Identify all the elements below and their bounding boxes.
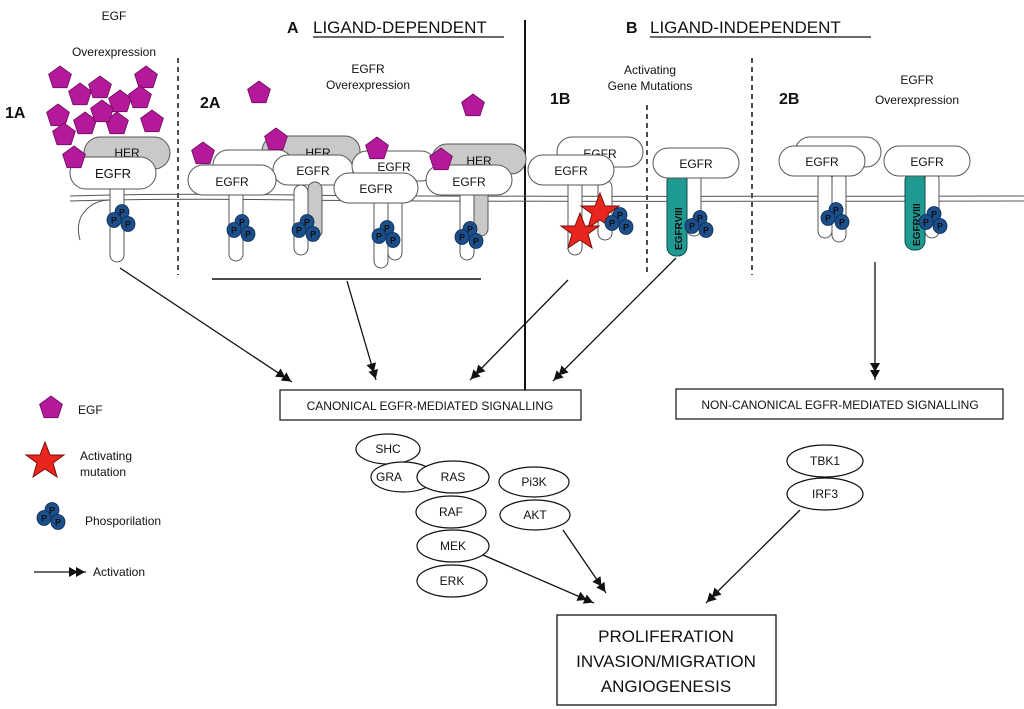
svg-text:EGFR: EGFR [95, 166, 131, 181]
legend-mutation-label-2: mutation [80, 465, 126, 479]
phospho-letter: P [467, 225, 473, 235]
svg-text:EGFR: EGFR [452, 175, 486, 189]
phospho-letter: P [390, 236, 396, 246]
svg-text:INVASION/MIGRATION: INVASION/MIGRATION [576, 652, 756, 671]
node-pi3k: Pi3K [521, 475, 546, 489]
phospho-letter: P [931, 210, 937, 220]
svg-text:EGFR: EGFR [679, 157, 713, 171]
canonical-pathway-box: CANONICAL EGFR-MEDIATED SIGNALLING [279, 389, 582, 421]
panel-1b-caption-1: Activating [624, 63, 676, 77]
phospho-letter: P [49, 506, 55, 516]
panel-label-1a: 1A [5, 105, 26, 122]
svg-text:EGFR: EGFR [359, 182, 393, 196]
panel-2a-phospho [226, 214, 484, 249]
phospho-letter: P [937, 222, 943, 232]
phospho-letter: P [623, 223, 629, 233]
phospho-letter: P [689, 222, 695, 232]
heading-b-letter: B [626, 20, 638, 37]
outcome-box: PROLIFERATION INVASION/MIGRATION ANGIOGE… [556, 614, 777, 706]
phospho-letter: P [111, 216, 117, 226]
non-canonical-pathway-box: NON-CANONICAL EGFR-MEDIATED SIGNALLING [675, 388, 1004, 420]
phospho-letter: P [125, 220, 131, 230]
legend-mutation-label-1: Activating [80, 449, 132, 463]
phospho-letter: P [825, 214, 831, 224]
phospho-letter: P [459, 233, 465, 243]
legend-egf-label: EGF [78, 403, 103, 417]
node-raf: RAF [439, 505, 463, 519]
phospho-letter: P [923, 218, 929, 228]
panel-label-2b: 2B [779, 91, 799, 108]
heading-ligand-dependent: A LIGAND-DEPENDENT [287, 18, 504, 38]
svg-text:EGFRVIII: EGFRVIII [912, 203, 923, 246]
panel-1b-receptors: EGFR EGFR [527, 136, 644, 256]
panel-label-1b: 1B [550, 91, 570, 108]
panel-1b-egfrviii: EGFRVIII EGFR [652, 147, 740, 257]
legend-mutation-icon [25, 441, 65, 478]
heading-a-title: LIGAND-DEPENDENT [313, 18, 487, 37]
svg-text:PROLIFERATION: PROLIFERATION [598, 627, 734, 646]
panel-1a-caption-2: Overexpression [72, 45, 156, 59]
heading-a-letter: A [287, 20, 299, 37]
phospho-letter: P [609, 219, 615, 229]
svg-text:EGFR: EGFR [215, 175, 249, 189]
svg-text:EGFR: EGFR [296, 164, 330, 178]
egfrviii-label: EGFRVIII [674, 207, 685, 250]
legend-egf-icon [39, 395, 63, 419]
svg-text:EGFR: EGFR [910, 155, 944, 169]
signal-nodes: SHC GRA RAS RAF MEK ERK Pi3K AKT TBK1 IR… [355, 433, 864, 598]
panel-1a-caption-1: EGF [102, 9, 127, 23]
node-tbk1: TBK1 [810, 454, 840, 468]
phospho-letter: P [839, 218, 845, 228]
phospho-letter: P [617, 211, 623, 221]
phospho-letter: P [697, 214, 703, 224]
svg-text:CANONICAL EGFR-MEDIATED SIGNAL: CANONICAL EGFR-MEDIATED SIGNALLING [307, 399, 554, 413]
legend-activation-label: Activation [93, 565, 145, 579]
svg-text:EGFR: EGFR [554, 164, 588, 178]
panel-2b-caption-2: Overexpression [875, 93, 959, 107]
phospho-letter: P [376, 232, 382, 242]
phospho-letter: P [703, 226, 709, 236]
node-mek: MEK [440, 539, 466, 553]
heading-b-title: LIGAND-INDEPENDENT [650, 18, 841, 37]
panel-1b-caption-2: Gene Mutations [608, 79, 693, 93]
phospho-letter: P [833, 206, 839, 216]
legend: EGF Activating mutation Phosporilation A… [25, 395, 161, 579]
phospho-letter: P [41, 514, 47, 524]
node-erk: ERK [440, 574, 465, 588]
node-akt: AKT [523, 508, 547, 522]
phospho-letter: P [245, 230, 251, 240]
panel-label-2a: 2A [200, 95, 221, 112]
panel-2a-caption-1: EGFR [351, 62, 385, 76]
phospho-letter: P [119, 208, 125, 218]
panel-2a-caption-2: Overexpression [326, 78, 410, 92]
node-gra: GRA [376, 470, 402, 484]
phospho-letter: P [384, 224, 390, 234]
node-irf3: IRF3 [812, 487, 838, 501]
phospho-letter: P [239, 218, 245, 228]
panel-2b-caption-1: EGFR [900, 73, 934, 87]
svg-text:ANGIOGENESIS: ANGIOGENESIS [601, 677, 731, 696]
activation-arrows [119, 257, 880, 604]
heading-ligand-independent: B LIGAND-INDEPENDENT [626, 18, 871, 38]
panel-2b-receptors: EGFR EGFRVIII EGFR [778, 136, 971, 251]
legend-phospho-label: Phosporilation [85, 514, 161, 528]
phospho-letter: P [473, 237, 479, 247]
svg-text:EGFR: EGFR [805, 155, 839, 169]
phospho-letter: P [304, 218, 310, 228]
phospho-letter: P [231, 226, 237, 236]
cell-membrane [69, 193, 1024, 241]
phospho-letter: P [310, 230, 316, 240]
svg-text:EGFR: EGFR [377, 160, 411, 174]
node-ras: RAS [441, 470, 466, 484]
svg-text:NON-CANONICAL EGFR-MEDIATED SI: NON-CANONICAL EGFR-MEDIATED SIGNALLING [701, 398, 978, 412]
phospho-letter: P [55, 518, 61, 528]
phospho-letter: P [296, 226, 302, 236]
node-shc: SHC [375, 442, 401, 456]
